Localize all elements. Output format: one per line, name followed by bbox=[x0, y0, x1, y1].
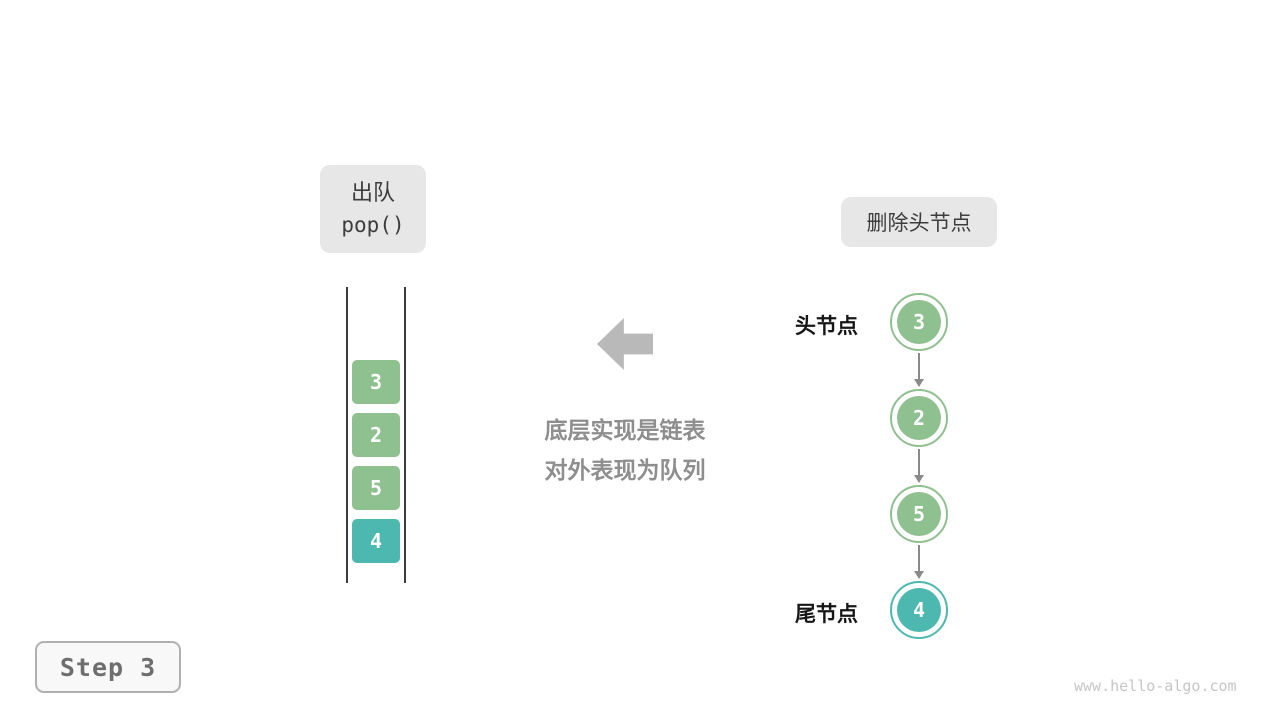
queue-wall-left bbox=[346, 287, 348, 583]
step-badge: Step 3 bbox=[35, 641, 181, 693]
link-arrow-line bbox=[918, 449, 920, 475]
list-node: 2 bbox=[890, 389, 948, 447]
list-node-value: 5 bbox=[897, 492, 941, 536]
list-node-value: 2 bbox=[897, 396, 941, 440]
link-arrow-head-icon bbox=[914, 379, 924, 387]
link-arrow-line bbox=[918, 545, 920, 571]
operation-label-box: 出队 pop() bbox=[320, 165, 426, 253]
queue-item: 2 bbox=[352, 413, 400, 457]
caption: 底层实现是链表 对外表现为队列 bbox=[505, 410, 745, 490]
queue-item: 4 bbox=[352, 519, 400, 563]
list-node: 4 bbox=[890, 581, 948, 639]
queue-items: 3 2 5 4 bbox=[352, 360, 400, 563]
list-node-value: 3 bbox=[897, 300, 941, 344]
link-arrow-head-icon bbox=[914, 571, 924, 579]
queue-item: 5 bbox=[352, 466, 400, 510]
action-label-box: 删除头节点 bbox=[841, 197, 997, 247]
watermark: www.hello-algo.com bbox=[1074, 677, 1237, 695]
tail-node-label: 尾节点 bbox=[795, 603, 858, 626]
operation-name: 出队 bbox=[350, 180, 395, 205]
caption-line2: 对外表现为队列 bbox=[544, 457, 706, 483]
queue-wall-right bbox=[404, 287, 406, 583]
list-node-value: 4 bbox=[897, 588, 941, 632]
left-arrow-icon bbox=[597, 318, 653, 370]
caption-line1: 底层实现是链表 bbox=[544, 417, 706, 443]
head-node-label: 头节点 bbox=[795, 315, 858, 338]
operation-code: pop() bbox=[341, 213, 405, 237]
link-arrow-head-icon bbox=[914, 475, 924, 483]
action-label: 删除头节点 bbox=[866, 212, 972, 235]
list-node: 5 bbox=[890, 485, 948, 543]
queue-item: 3 bbox=[352, 360, 400, 404]
link-arrow-line bbox=[918, 353, 920, 379]
list-node: 3 bbox=[890, 293, 948, 351]
